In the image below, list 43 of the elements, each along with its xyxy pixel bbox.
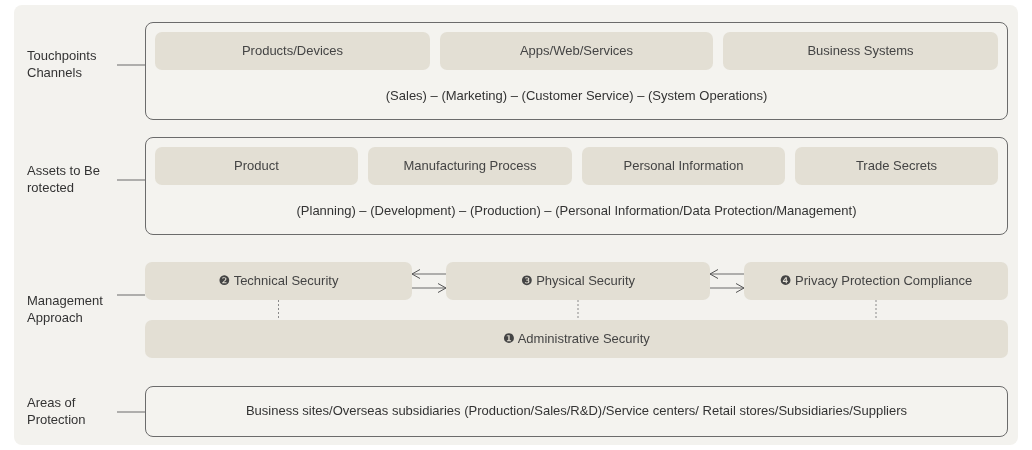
row-label-text: Touchpoints Channels: [27, 48, 98, 82]
category-box: [795, 147, 998, 185]
box-text: ❶ Administrative Security: [503, 330, 650, 348]
box-text: Products/Devices: [241, 42, 344, 60]
category-box: [155, 147, 358, 185]
row-label-text: Assets to Be rotected: [27, 163, 101, 197]
category-box: [744, 262, 1008, 300]
row-label-text: Management Approach: [27, 293, 104, 327]
category-box: [582, 147, 785, 185]
box-text: Product: [234, 157, 279, 175]
row-label-text: Areas of Protection: [27, 395, 87, 429]
outlined-box: [145, 386, 1008, 437]
category-box: [145, 262, 412, 300]
category-box: [446, 262, 710, 300]
outlined-box: [145, 22, 1008, 120]
box-text: Manufacturing Process: [403, 157, 537, 175]
box-text: Business sites/Overseas subsidiaries (Production/Sales/R&D)/Service centers/ Retail stores/Subsidiaries/Suppliers: [245, 403, 908, 420]
category-box: [723, 32, 998, 70]
outlined-box: [145, 137, 1008, 235]
arrow: [411, 283, 447, 293]
leader-line: [116, 411, 146, 413]
dotted-connector: [577, 299, 579, 321]
box-text: (Sales) – (Marketing) – (Customer Service) – (System Operations): [385, 88, 768, 105]
arrow: [411, 269, 447, 279]
box-text: Business Systems: [807, 42, 914, 60]
arrow: [709, 269, 745, 279]
arrow: [709, 283, 745, 293]
box-text: ❷ Technical Security: [218, 272, 339, 290]
box-text: Personal Information: [623, 157, 744, 175]
category-box: [155, 32, 430, 70]
leader-line: [116, 179, 146, 181]
box-text: ❹ Privacy Protection Compliance: [779, 272, 973, 290]
dotted-connector: [875, 299, 877, 321]
category-box: [145, 320, 1008, 358]
leader-line: [116, 64, 146, 66]
dotted-connector: [278, 299, 279, 321]
box-text: ❸ Physical Security: [520, 272, 636, 290]
category-box: [440, 32, 713, 70]
box-text: Apps/Web/Services: [519, 42, 634, 60]
leader-line: [116, 294, 146, 296]
box-text: Trade Secrets: [855, 157, 938, 175]
box-text: (Planning) – (Development) – (Production) – (Personal Information/Data Protection/Management): [296, 203, 857, 220]
category-box: [368, 147, 572, 185]
